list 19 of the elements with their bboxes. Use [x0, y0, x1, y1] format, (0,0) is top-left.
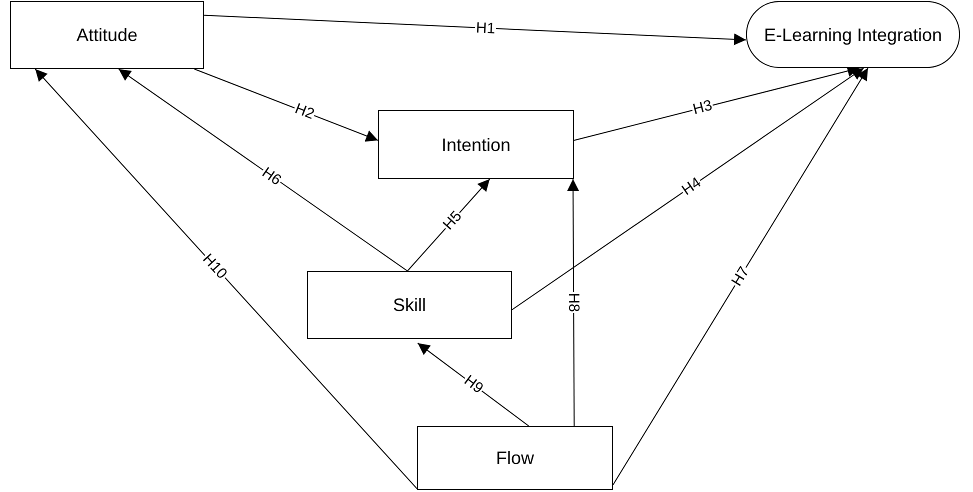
node-label: Skill	[392, 294, 427, 316]
arrow	[204, 14, 746, 46]
arrow	[574, 65, 860, 141]
arrow	[194, 68, 378, 142]
arrow	[34, 68, 418, 490]
process-box	[417, 426, 613, 490]
node-label: Intention	[440, 134, 512, 156]
process-box	[378, 110, 574, 179]
process-box	[10, 1, 204, 69]
arrow	[118, 68, 408, 272]
arrow	[512, 68, 864, 310]
node-label: E-Learning Integration	[762, 24, 944, 46]
arrow	[612, 68, 868, 486]
arrow	[567, 178, 580, 426]
process-box	[307, 271, 512, 339]
edge-label: H1	[475, 20, 497, 36]
node-label: Flow	[494, 447, 535, 469]
edge-label: H8	[566, 292, 582, 314]
node-label: Attitude	[75, 24, 139, 46]
